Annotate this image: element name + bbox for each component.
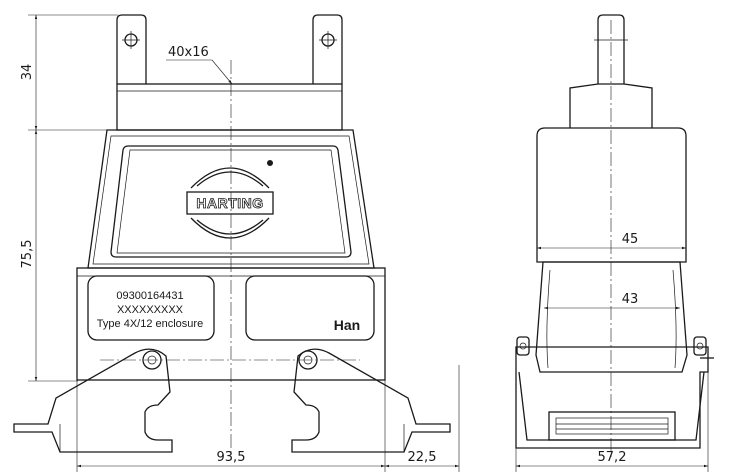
dim-lever-width: 93,5 <box>217 450 246 465</box>
side-base <box>515 346 709 449</box>
label-plate-right <box>245 275 375 341</box>
mounting-tab-left <box>116 14 147 84</box>
side-view <box>515 14 714 460</box>
brand-mark: Han <box>334 317 360 333</box>
locking-lever-right <box>291 348 451 453</box>
screw-callout: 40x16 <box>168 45 209 60</box>
dim-lever-extension: 22,5 <box>408 450 437 465</box>
dim-top-height: 34 <box>20 64 35 81</box>
logo-window <box>110 145 352 258</box>
enclosure-type: Type 4X/12 enclosure <box>97 318 203 330</box>
front-dimensions: 34 75,5 40x16 93,5 22,5 <box>20 14 460 472</box>
side-body-upper <box>536 127 687 263</box>
dim-lower-width: 43 <box>622 292 639 307</box>
mounting-tab-right <box>312 14 343 84</box>
logo-text: HARTING <box>196 195 263 211</box>
label-plate-left <box>87 275 215 341</box>
dim-body-height: 75,5 <box>20 240 35 269</box>
side-body-lower <box>535 261 688 373</box>
part-number: 09300164431 <box>116 290 183 302</box>
dim-upper-width: 45 <box>622 232 639 247</box>
dim-side-width: 57,2 <box>598 450 627 465</box>
side-dimensions: 45 43 57,2 <box>515 232 709 472</box>
harting-logo: HARTING <box>186 160 274 239</box>
locking-lever-left <box>13 348 173 453</box>
front-view: HARTING 09300164431 XXXXXXXXX Type 4X/12… <box>13 14 451 460</box>
part-code: XXXXXXXXX <box>117 304 184 316</box>
